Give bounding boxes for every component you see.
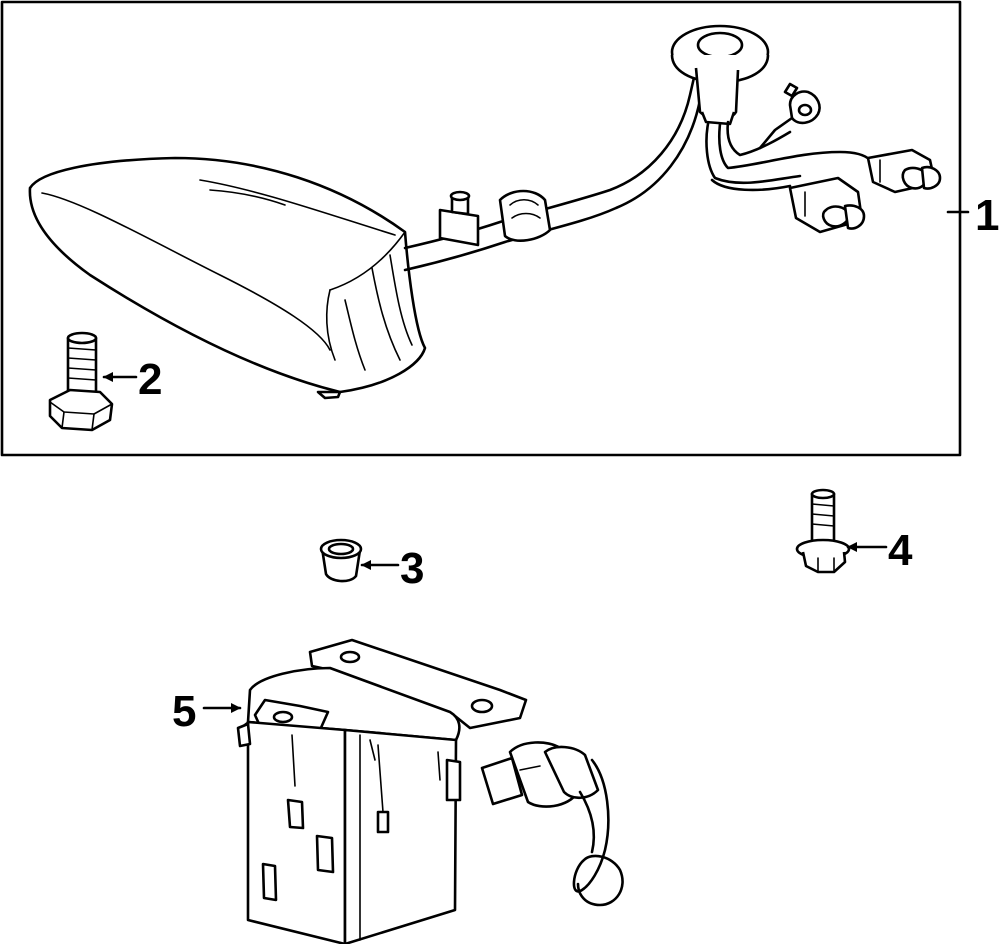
- callout-number-4: 4: [888, 526, 913, 575]
- callout-number-1: 1: [975, 191, 999, 240]
- collar-part-3[interactable]: [319, 538, 363, 583]
- bolt-part-2[interactable]: [48, 331, 114, 432]
- module-part-5[interactable]: [236, 638, 624, 944]
- callout-number-5: 5: [172, 687, 196, 736]
- antenna-assembly[interactable]: [28, 24, 942, 400]
- callout-2: 2: [102, 355, 162, 404]
- callout-5: 5: [172, 687, 242, 736]
- callout-3: 3: [360, 544, 424, 593]
- callout-number-3: 3: [400, 544, 424, 593]
- callout-4: 4: [846, 526, 913, 575]
- assembly-frame: [0, 0, 962, 457]
- bolt-part-4[interactable]: [795, 488, 851, 574]
- callout-1: 1: [946, 191, 999, 240]
- callout-number-2: 2: [138, 355, 162, 404]
